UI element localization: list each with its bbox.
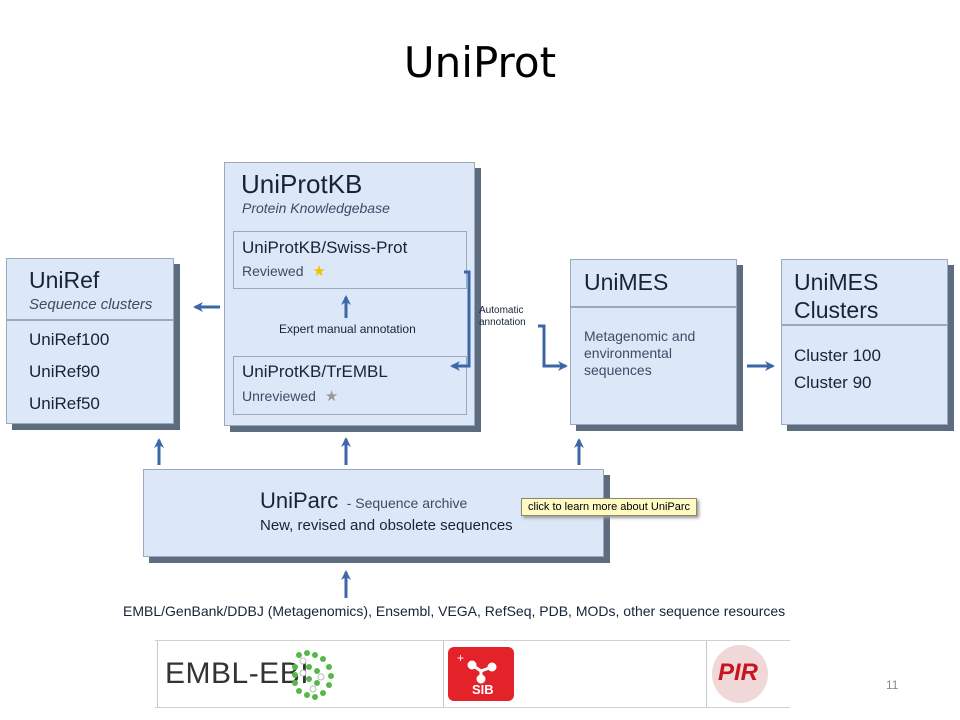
uniprotkb-title: UniProtKB [241, 169, 363, 199]
logo-separator [443, 641, 444, 707]
automatic-annotation-label: Automatic annotation [479, 305, 526, 329]
uniparc-box[interactable]: UniParc - Sequence archive New, revised … [143, 469, 604, 557]
svg-text:+: + [457, 651, 464, 665]
cluster-item: Cluster 100 [794, 346, 881, 365]
uniref-title: UniRef [29, 267, 100, 293]
slide-title: UniProt [403, 38, 557, 87]
automatic-annotation-line: Automatic [479, 305, 524, 316]
uniprotkb-subtitle: Protein Knowledgebase [242, 200, 390, 216]
sib-logo: + SIB [448, 647, 514, 701]
unimes-desc-line: Metagenomic and [584, 328, 696, 344]
uniref-box[interactable]: UniRef Sequence clusters UniRef100 UniRe… [6, 258, 174, 424]
unimes-clusters-box[interactable]: UniMES Clusters Cluster 100 Cluster 90 [781, 259, 948, 425]
unimes-clusters-title-line: Clusters [794, 297, 879, 323]
trembl-status-row: Unreviewed ★ [242, 387, 338, 405]
unimes-title: UniMES [584, 269, 669, 295]
unimes-clusters-title-line: UniMES [794, 269, 879, 295]
swissprot-status: Reviewed [242, 263, 304, 279]
uniparc-subtitle: - Sequence archive [346, 495, 468, 511]
uniprotkb-box[interactable]: UniProtKB Protein Knowledgebase UniProtK… [224, 162, 475, 426]
star-icon: ★ [312, 263, 326, 280]
unimes-divider [571, 306, 736, 308]
unimes-desc-line: environmental [584, 345, 672, 361]
trembl-box[interactable]: UniProtKB/TrEMBL Unreviewed ★ [233, 356, 467, 415]
swissprot-box[interactable]: UniProtKB/Swiss-Prot Reviewed ★ [233, 231, 467, 289]
swissprot-status-row: Reviewed ★ [242, 262, 326, 280]
unimes-box[interactable]: UniMES Metagenomic and environmental seq… [570, 259, 737, 425]
uniparc-heading: UniParc - Sequence archive [260, 488, 467, 514]
pir-logo: PIR [712, 645, 768, 703]
arrow-swissprot-to-trembl [450, 270, 471, 371]
sib-logo-icon: + [457, 651, 497, 684]
trembl-title: UniProtKB/TrEMBL [242, 362, 388, 381]
swissprot-title: UniProtKB/Swiss-Prot [242, 238, 408, 257]
logo-strip: EMBL-EBI + SIB PIR [155, 640, 790, 708]
sib-logo-text: SIB [472, 682, 494, 697]
unimes-desc-line: sequences [584, 362, 652, 378]
unimes-clusters-divider [782, 324, 947, 326]
logo-separator [706, 641, 707, 707]
uniparc-title: UniParc [260, 488, 339, 513]
uniparc-desc: New, revised and obsolete sequences [260, 517, 513, 534]
trembl-status: Unreviewed [242, 388, 316, 404]
embl-ebi-logo-text: EMBL-EBI [165, 657, 310, 690]
uniref-subtitle: Sequence clusters [29, 296, 153, 313]
embl-ebi-logo-icon [292, 650, 334, 700]
uniref-divider [7, 319, 173, 321]
cluster-item: Cluster 90 [794, 373, 872, 392]
automatic-annotation-line: annotation [479, 317, 526, 328]
expert-annotation-label: Expert manual annotation [279, 322, 416, 336]
page-number: 11 [886, 678, 899, 692]
uniref-item: UniRef50 [29, 394, 100, 413]
uniref-item: UniRef100 [29, 330, 110, 349]
arrow-automatic-annotation [538, 324, 568, 371]
logo-separator [157, 641, 158, 707]
uniref-item: UniRef90 [29, 362, 100, 381]
sequence-sources: EMBL/GenBank/DDBJ (Metagenomics), Ensemb… [123, 603, 786, 619]
pir-logo-text: PIR [718, 659, 759, 686]
star-icon: ★ [324, 388, 339, 405]
uniparc-tooltip[interactable]: click to learn more about UniParc [521, 498, 698, 516]
